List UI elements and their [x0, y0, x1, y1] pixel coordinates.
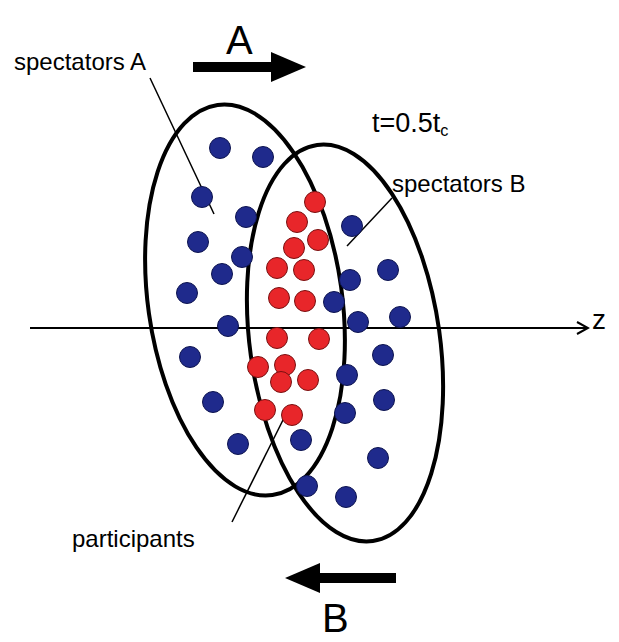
participant-nucleon — [284, 238, 305, 259]
spectator-nucleon — [210, 138, 231, 159]
spectator-nucleon — [253, 147, 274, 168]
spectator-nucleon — [203, 392, 224, 413]
participant-nucleon — [295, 291, 316, 312]
nucleons — [177, 138, 411, 508]
time-label: t=0.5tc — [372, 110, 448, 138]
beam-label: B — [322, 598, 349, 638]
spectator-nucleon — [342, 216, 363, 237]
spectator-nucleon — [335, 403, 356, 424]
participant-nucleon — [271, 372, 292, 393]
spectator-nucleon — [368, 448, 389, 469]
spectator-nucleon — [180, 347, 201, 368]
participant-nucleon — [298, 370, 319, 391]
axis-label: z — [592, 306, 606, 334]
spectator-nucleon — [228, 434, 249, 455]
spectator-nucleon — [337, 365, 358, 386]
spectator-nucleon — [336, 487, 357, 508]
participant-nucleon — [282, 405, 303, 426]
spectator-nucleon — [373, 345, 394, 366]
z-axis — [30, 327, 588, 329]
spectator-nucleon — [374, 390, 395, 411]
participant-nucleon — [287, 212, 308, 233]
spectator-nucleon — [291, 430, 312, 451]
leader-line — [150, 78, 214, 214]
spectator-nucleon — [188, 232, 209, 253]
participant-nucleon — [309, 329, 330, 350]
spectator-nucleon — [297, 476, 318, 497]
participant-nucleon — [269, 288, 290, 309]
participant-nucleon — [267, 328, 288, 349]
spectator-nucleon — [378, 260, 399, 281]
callout-label: spectators B — [392, 172, 525, 196]
arrow-b — [285, 563, 396, 593]
participant-nucleon — [294, 260, 315, 281]
participant-nucleon — [308, 230, 329, 251]
spectator-nucleon — [348, 312, 369, 333]
spectator-nucleon — [236, 207, 257, 228]
spectator-nucleon — [324, 292, 345, 313]
callout-label: spectators A — [14, 50, 146, 74]
spectator-nucleon — [232, 247, 253, 268]
spectator-nucleon — [390, 307, 411, 328]
participant-nucleon — [305, 192, 326, 213]
participant-nucleon — [255, 400, 276, 421]
leader-line — [232, 416, 285, 522]
spectator-nucleon — [218, 316, 239, 337]
participant-nucleon — [248, 357, 269, 378]
callout-label: participants — [72, 527, 195, 551]
spectator-nucleon — [340, 270, 361, 291]
spectator-nucleon — [192, 187, 213, 208]
beam-label: A — [226, 20, 253, 60]
spectator-nucleon — [177, 283, 198, 304]
participant-nucleon — [267, 258, 288, 279]
spectator-nucleon — [212, 264, 233, 285]
